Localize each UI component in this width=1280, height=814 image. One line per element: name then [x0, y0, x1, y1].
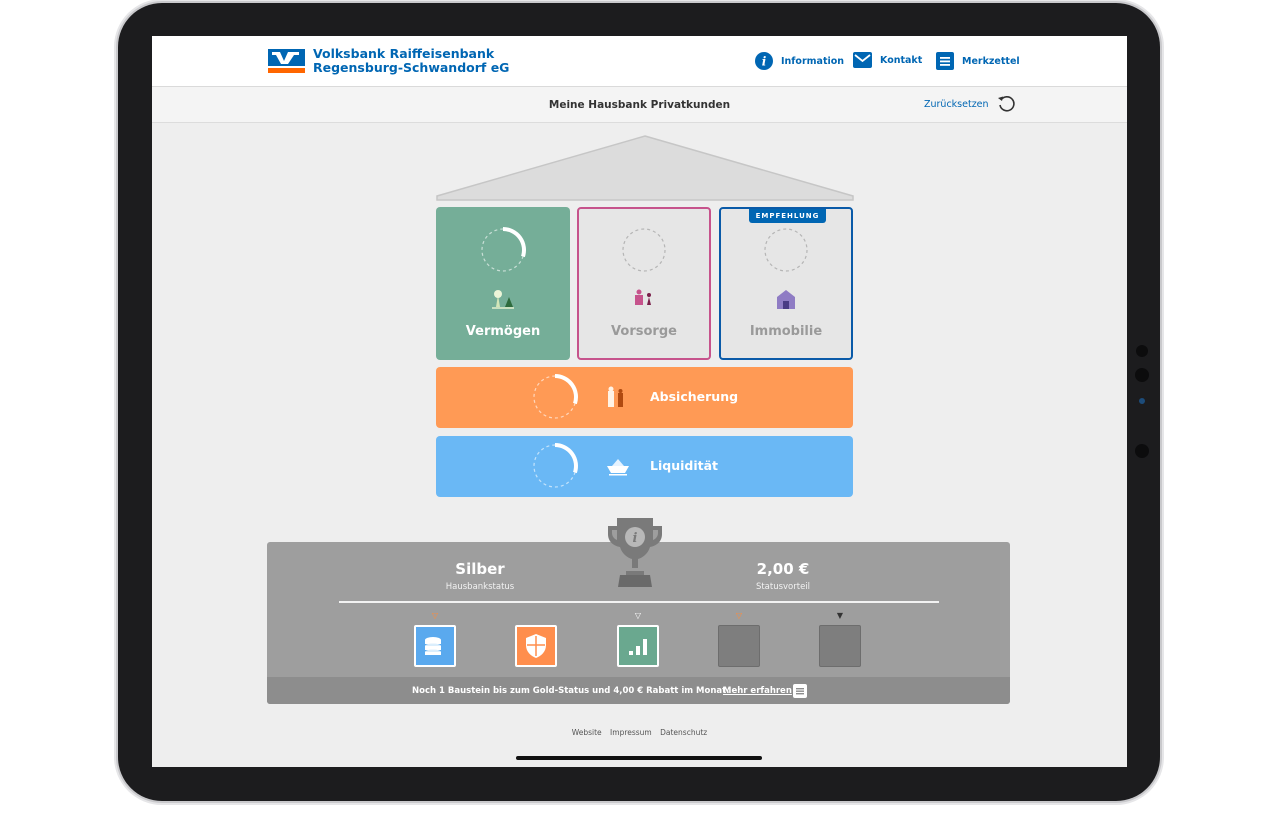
info-icon: i	[755, 52, 773, 70]
status-level: Silber	[455, 560, 505, 578]
more-info-link[interactable]: Mehr erfahren	[723, 686, 792, 696]
camera-dot	[1135, 444, 1149, 458]
header-bar: Volksbank Raiffeisenbank Regensburg-Schw…	[152, 36, 1127, 87]
nav-merkzettel[interactable]: Merkzettel	[936, 52, 1020, 70]
money-boat-icon	[607, 459, 629, 476]
bar-absicherung[interactable]: Absicherung	[436, 367, 853, 428]
house-roof	[436, 135, 854, 201]
block-marker: ▼	[836, 611, 844, 620]
progress-ring	[533, 443, 578, 488]
bank-logo[interactable]	[268, 49, 305, 73]
status-note-text: Noch 1 Baustein bis zum Gold-Status und …	[412, 686, 730, 696]
subheader-bar: Meine Hausbank Privatkunden Zurücksetzen	[152, 87, 1127, 123]
block-absicherung[interactable]	[515, 625, 557, 667]
reset-button[interactable]: Zurücksetzen	[924, 95, 1015, 113]
svg-text:i: i	[762, 55, 767, 69]
bank-name-line2: Regensburg-Schwandorf eG	[313, 60, 510, 75]
shield-icon	[526, 634, 546, 658]
block-immobilie[interactable]	[819, 625, 861, 667]
svg-text:i: i	[633, 531, 638, 546]
page-title: Meine Hausbank Privatkunden	[548, 99, 731, 111]
status-level-caption: Hausbankstatus	[445, 582, 515, 592]
status-advantage: 2,00 €	[756, 560, 810, 578]
camera-dot	[1135, 368, 1149, 382]
notepad-icon[interactable]	[793, 684, 807, 698]
bank-name: Volksbank Raiffeisenbank Regensburg-Schw…	[313, 47, 509, 75]
nav-information[interactable]: i Information	[755, 52, 844, 70]
growth-chart-icon	[629, 639, 647, 655]
status-panel: Silber Hausbankstatus 2,00 € Statusvorte…	[267, 542, 1010, 704]
tile-vermoegen[interactable]: Vermögen	[436, 207, 570, 360]
footer-impressum[interactable]: Impressum	[610, 728, 652, 737]
coins-icon	[425, 637, 441, 655]
block-marker: ▽	[431, 611, 439, 620]
nav-information-label: Information	[781, 55, 845, 67]
recommendation-badge: EMPFEHLUNG	[749, 209, 826, 223]
footer-datenschutz[interactable]: Datenschutz	[660, 728, 708, 737]
block-marker: ▽	[735, 611, 743, 620]
tile-label-immobilie: Immobilie	[749, 324, 823, 339]
camera-dot	[1136, 345, 1148, 357]
nav-merkzettel-label: Merkzettel	[962, 55, 1020, 67]
camera-lens	[1139, 398, 1145, 404]
footer-links: Website Impressum Datenschutz	[152, 728, 1127, 737]
status-progress-line	[339, 601, 939, 603]
progress-ring	[622, 228, 666, 272]
app-screen: Volksbank Raiffeisenbank Regensburg-Schw…	[152, 36, 1127, 767]
progress-ring	[481, 227, 526, 272]
bar-label-liquiditaet: Liquidität	[650, 458, 718, 473]
reset-label: Zurücksetzen	[924, 98, 989, 110]
nav-kontakt[interactable]: Kontakt	[853, 52, 922, 68]
block-vorsorge[interactable]	[718, 625, 760, 667]
notepad-icon	[936, 52, 954, 70]
progress-ring	[764, 228, 808, 272]
bar-liquiditaet[interactable]: Liquidität	[436, 436, 853, 497]
tile-vorsorge[interactable]: Vorsorge	[577, 207, 711, 360]
progress-ring	[533, 374, 578, 419]
block-marker: ▽	[634, 611, 642, 620]
tile-immobilie[interactable]: EMPFEHLUNG Immobilie	[719, 207, 853, 360]
family-icon	[635, 289, 651, 305]
shield-people-icon	[608, 386, 623, 407]
tile-label-vermoegen: Vermögen	[465, 324, 541, 339]
bar-label-absicherung: Absicherung	[650, 389, 739, 404]
nav-kontakt-label: Kontakt	[880, 54, 923, 66]
palm-tree-icon	[492, 290, 514, 309]
block-liquiditaet[interactable]	[414, 625, 456, 667]
status-footer: Noch 1 Baustein bis zum Gold-Status und …	[267, 677, 1010, 704]
footer-website[interactable]: Website	[571, 728, 602, 737]
trophy-icon[interactable]: i	[604, 516, 666, 590]
mail-icon	[853, 52, 872, 68]
bank-name-line1: Volksbank Raiffeisenbank	[313, 46, 495, 61]
house-icon	[777, 290, 795, 309]
block-vermoegen[interactable]	[617, 625, 659, 667]
home-indicator[interactable]	[516, 756, 762, 760]
reset-icon	[997, 96, 1015, 112]
status-advantage-caption: Statusvorteil	[755, 582, 811, 592]
tile-label-vorsorge: Vorsorge	[611, 324, 677, 339]
